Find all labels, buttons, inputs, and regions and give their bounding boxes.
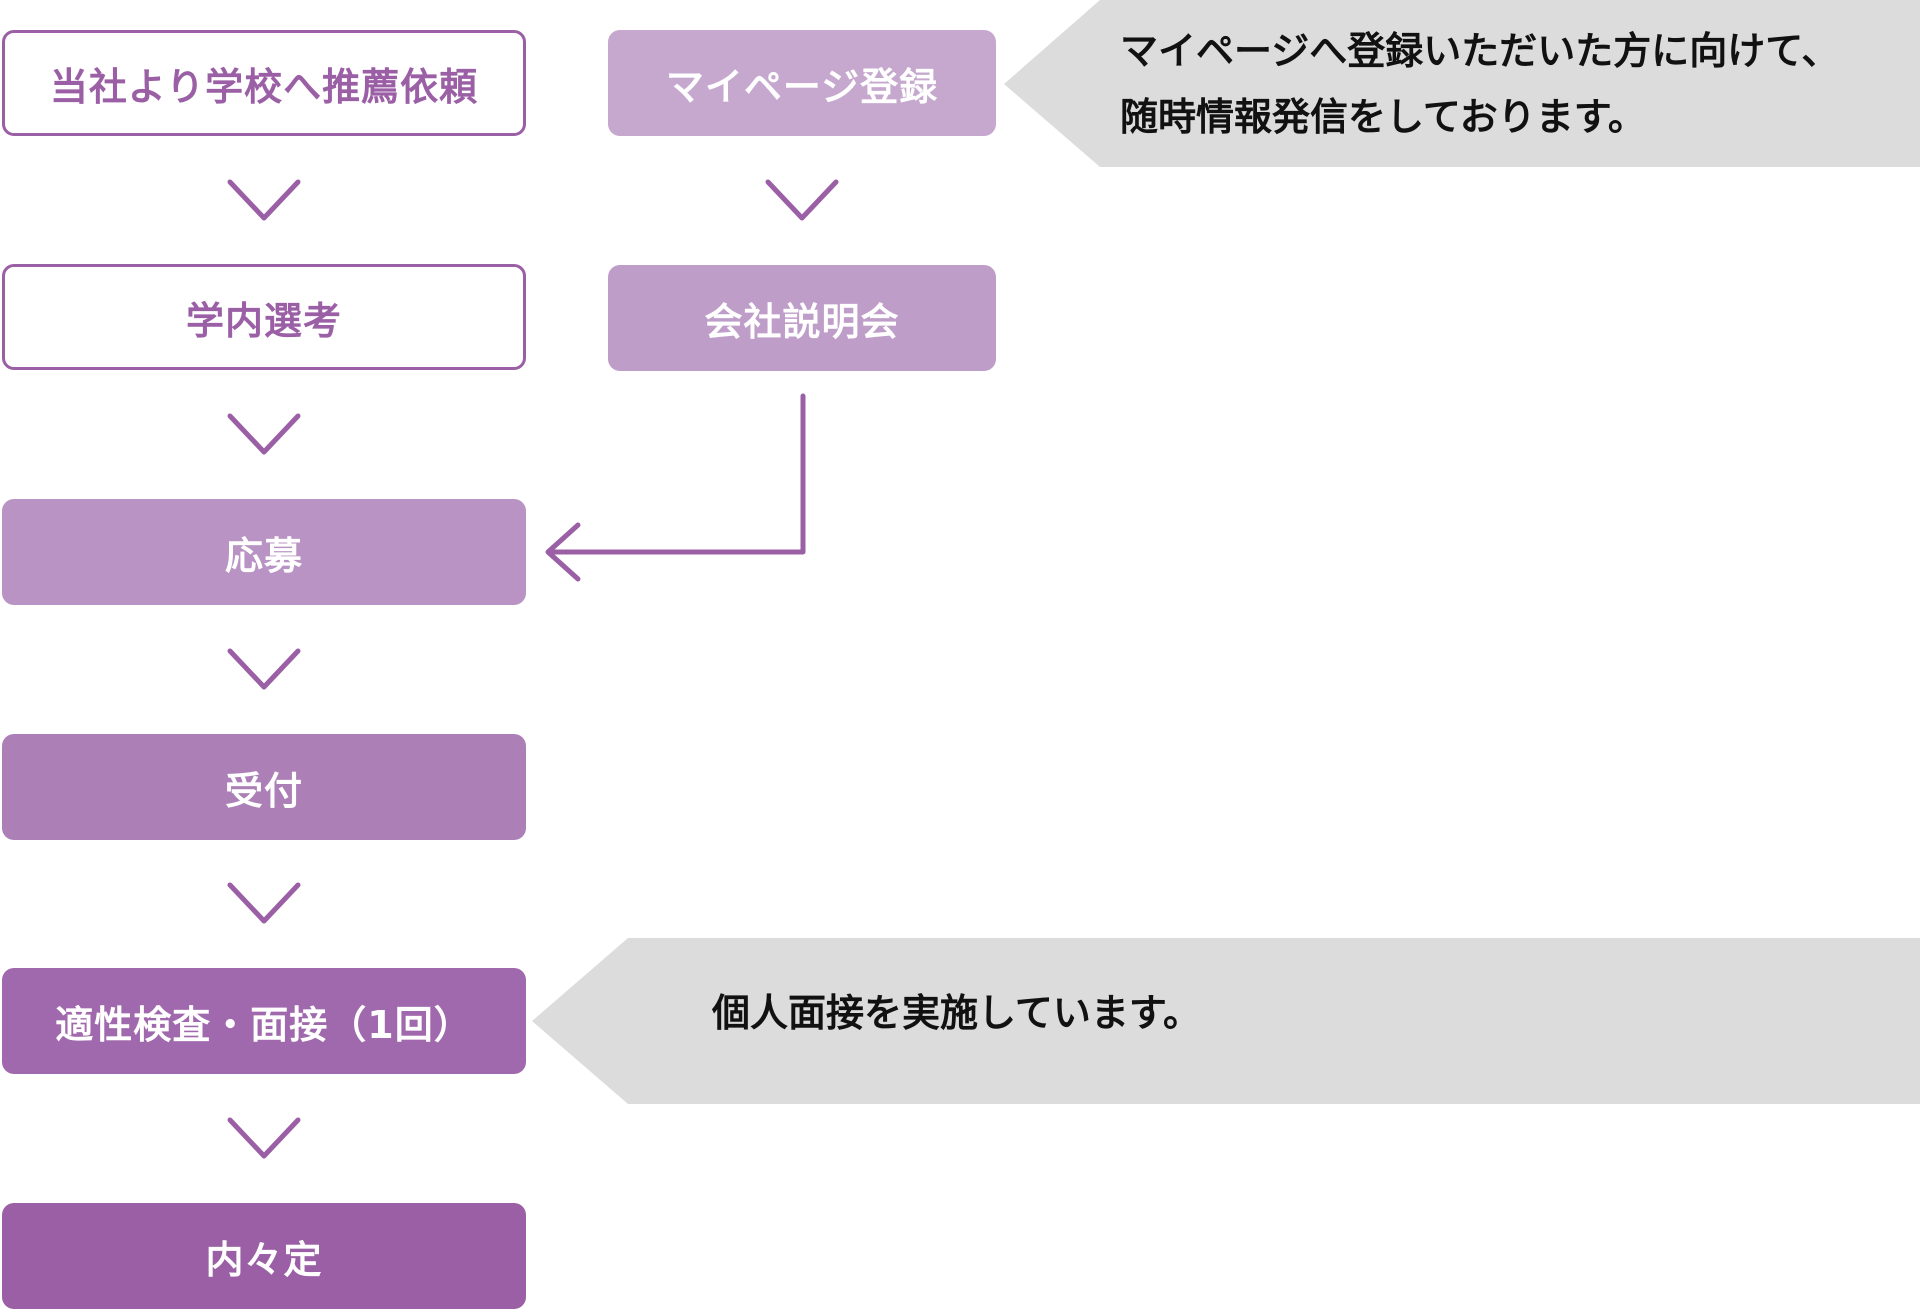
mypage-callout-shape [1004,0,1920,167]
interview-callout-shape [532,938,1920,1104]
step-label: 会社説明会 [704,299,900,344]
step-label: 受付 [224,768,303,813]
step-application: 応募 [2,499,526,605]
step-informal-offer: 内々定 [2,1203,526,1309]
interview-note-text: 個人面接を実施しています。 [712,991,1202,1035]
chevron-down-icon [227,179,301,221]
mypage-note-line1: マイページへ登録いただいた方に向けて、 [1120,29,1840,73]
step-label: 内々定 [205,1237,323,1282]
chevron-down-icon [227,882,301,924]
step-label: 応募 [224,533,303,578]
arrow-left-icon [545,522,581,582]
mypage-note: マイページへ登録いただいた方に向けて、 随時情報発信をしております。 [1120,18,1839,150]
connector-line [547,393,806,555]
step-aptitude-test-interview: 適性検査・面接（1回） [2,968,526,1074]
step-mypage-registration: マイページ登録 [608,30,996,136]
step-label: 当社より学校へ推薦依頼 [49,64,479,109]
mypage-note-line2: 随時情報発信をしております。 [1120,95,1646,139]
chevron-down-icon [227,648,301,690]
chevron-down-icon [227,1117,301,1159]
step-label: 学内選考 [185,298,342,343]
step-reception: 受付 [2,734,526,840]
interview-note: 個人面接を実施しています。 [712,980,1201,1046]
step-label: マイページ登録 [665,64,939,109]
step-company-briefing: 会社説明会 [608,265,996,371]
chevron-down-icon [765,179,839,221]
step-internal-selection: 学内選考 [2,264,526,370]
step-label: 適性検査・面接（1回） [55,1002,473,1047]
chevron-down-icon [227,413,301,455]
step-school-recommendation-request: 当社より学校へ推薦依頼 [2,30,526,136]
